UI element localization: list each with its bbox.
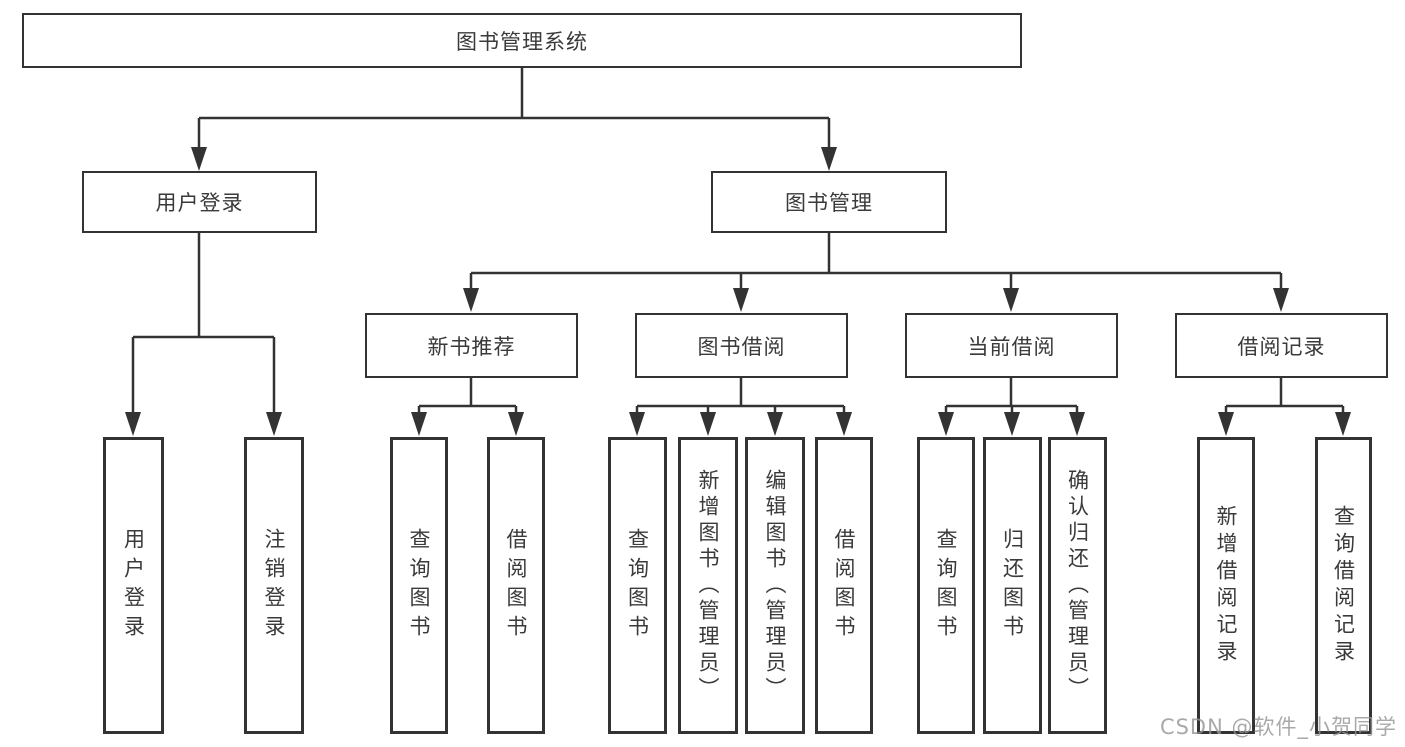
arrow-down-icon [411, 412, 427, 436]
connector-root-to-level2 [197, 68, 831, 150]
arrow-down-icon [1003, 288, 1019, 312]
arrow-down-icon [508, 412, 524, 436]
node-user-login-branch: 用户登录 [82, 171, 317, 233]
arrow-down-icon [836, 412, 852, 436]
node-borrow-edit-book-admin: 编辑图书（管理员） [745, 437, 805, 734]
node-current-return-books: 归还图书 [983, 437, 1042, 734]
node-root-system: 图书管理系统 [22, 13, 1022, 68]
arrow-down-icon [821, 147, 837, 171]
connector-current-to-leaves [944, 378, 1079, 414]
node-new-book-recommend: 新书推荐 [365, 313, 578, 378]
arrow-down-icon [463, 288, 479, 312]
arrow-down-icon [1218, 412, 1234, 436]
node-borrow-add-book-admin: 新增图书（管理员） [678, 437, 738, 734]
node-borrow-records: 借阅记录 [1175, 313, 1388, 378]
arrow-down-icon [1004, 412, 1020, 436]
node-current-borrow: 当前借阅 [905, 313, 1118, 378]
node-records-add-record: 新增借阅记录 [1197, 437, 1255, 734]
connector-borrow-to-leaves [635, 378, 846, 414]
node-borrow-borrow-books: 借阅图书 [815, 437, 873, 734]
arrow-down-icon [1273, 288, 1289, 312]
node-records-query-record: 查询借阅记录 [1315, 437, 1372, 734]
node-recommend-query-books: 查询图书 [390, 437, 448, 734]
arrowheads [125, 147, 1351, 436]
arrow-down-icon [767, 412, 783, 436]
node-current-confirm-return-admin: 确认归还（管理员） [1048, 437, 1107, 734]
csdn-watermark: CSDN @软件_小贺同学 [1159, 715, 1397, 739]
connector-records-to-leaves [1224, 378, 1345, 414]
arrow-down-icon [1069, 412, 1085, 436]
arrow-down-icon [629, 412, 645, 436]
node-current-query-books: 查询图书 [917, 437, 975, 734]
arrow-down-icon [938, 412, 954, 436]
node-user-login-leaf: 用户登录 [103, 437, 164, 734]
node-recommend-borrow-books: 借阅图书 [487, 437, 545, 734]
connector-recommend-to-leaves [417, 378, 518, 414]
arrow-down-icon [700, 412, 716, 436]
arrow-down-icon [1335, 412, 1351, 436]
arrow-down-icon [733, 288, 749, 312]
connector-user-login-to-leaves [131, 233, 276, 414]
arrow-down-icon [266, 412, 282, 436]
node-logout-leaf: 注销登录 [244, 437, 304, 734]
arrow-down-icon [191, 147, 207, 171]
arrow-down-icon [125, 412, 141, 436]
connector-book-management-to-level3 [469, 233, 1283, 291]
node-book-management-branch: 图书管理 [711, 171, 947, 233]
node-borrow-query-books: 查询图书 [608, 437, 667, 734]
node-book-borrow: 图书借阅 [635, 313, 848, 378]
